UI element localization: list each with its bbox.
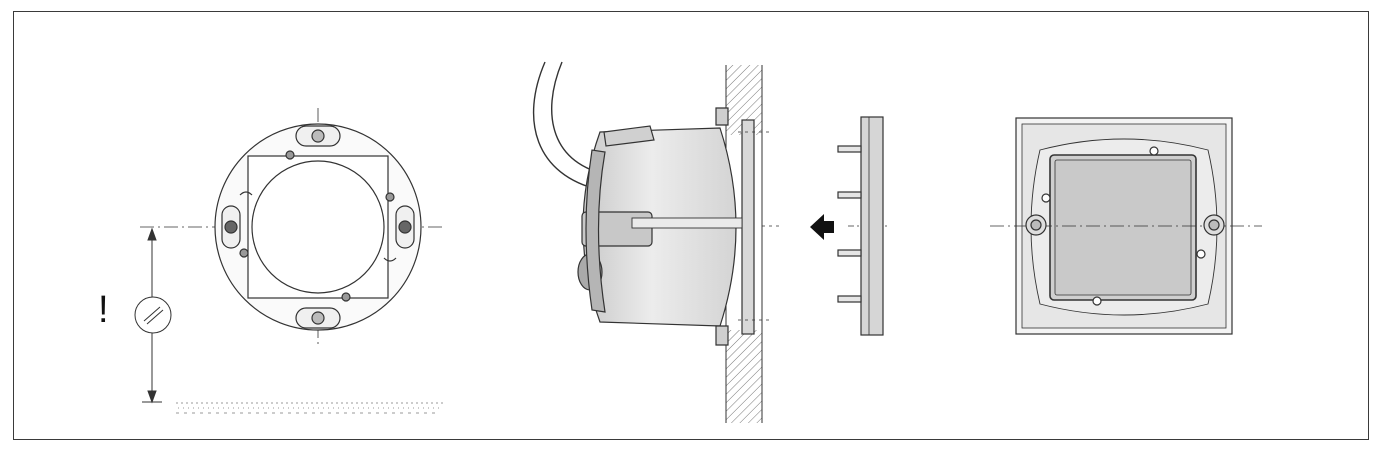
flush-box-side-section	[532, 61, 780, 423]
cover-plate-side	[860, 116, 884, 336]
floor-line	[176, 402, 443, 414]
insert-direction-arrow	[810, 214, 834, 240]
warning-exclamation: !	[98, 289, 109, 331]
wall-section-bottom	[726, 330, 762, 423]
insert-side-view	[837, 116, 890, 336]
parallel-symbol-circle	[134, 296, 172, 334]
cable	[532, 61, 601, 191]
cover-frame-front-view	[990, 117, 1262, 335]
mounting-plate-front-view	[140, 108, 445, 345]
height-dimension	[134, 227, 172, 404]
box-flange	[741, 119, 755, 335]
figure-frame	[13, 11, 1369, 440]
inner-opening	[251, 160, 385, 294]
